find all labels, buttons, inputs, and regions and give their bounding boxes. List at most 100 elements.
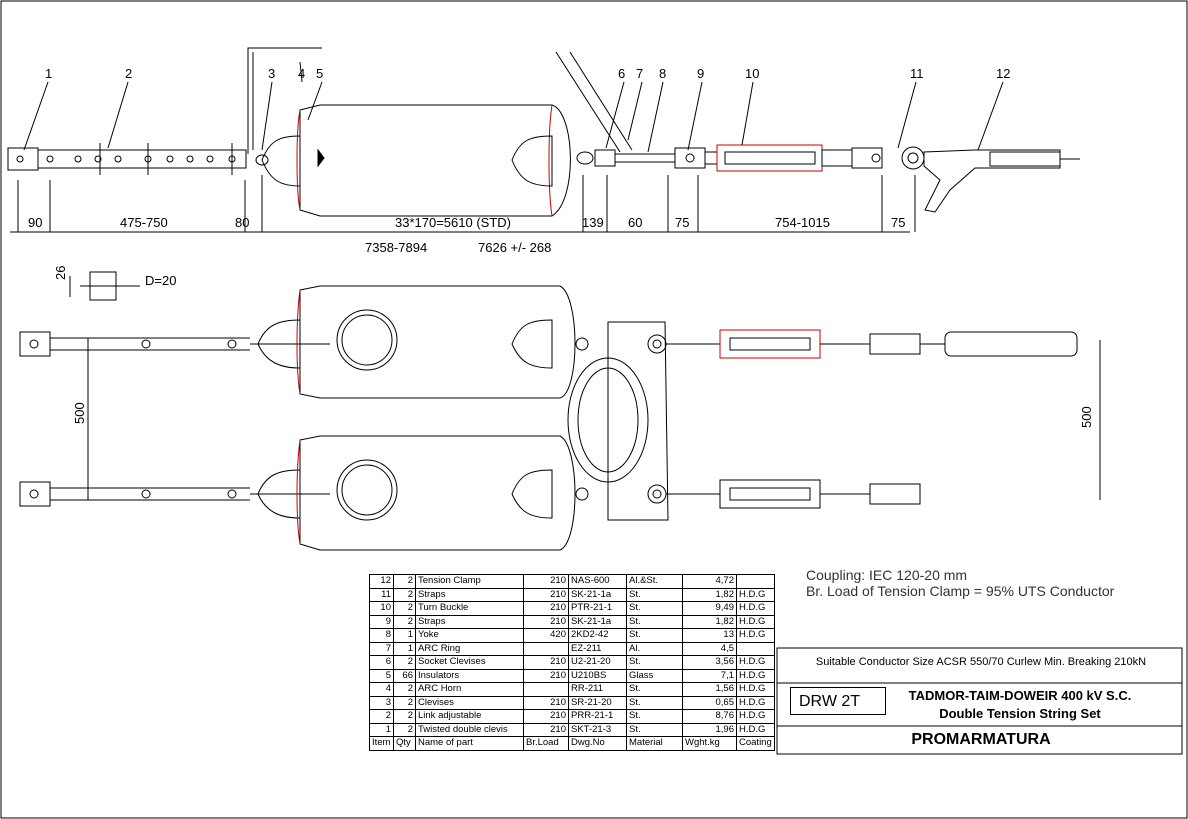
table-cell: 3,56 (682, 655, 737, 670)
dim-60: 60 (628, 215, 643, 230)
table-cell: 2 (393, 682, 416, 697)
table-cell: H.D.G (736, 601, 775, 616)
table-cell: 2 (393, 695, 416, 710)
table-cell: ARC Ring (415, 641, 524, 656)
dim-139: 139 (582, 215, 604, 230)
table-cell: Glass (626, 668, 683, 683)
table-cell: 2 (393, 709, 416, 724)
table-cell: 1 (393, 641, 416, 656)
table-cell: St. (626, 722, 683, 737)
table-cell: Yoke (415, 628, 524, 643)
table-cell: Al. (626, 641, 683, 656)
table-cell: 210 (523, 668, 569, 683)
table-cell: 2 (393, 614, 416, 629)
table-cell: 4 (369, 682, 394, 697)
drawing-number: DRW 2T (790, 687, 886, 715)
table-cell: 2KD2-42 (568, 628, 627, 643)
dim-80: 80 (235, 215, 250, 230)
table-header-cell: Br.Load (523, 736, 569, 751)
table-cell: 2 (393, 722, 416, 737)
drawing-subtitle: Double Tension String Set (939, 706, 1101, 721)
table-cell: 2 (393, 574, 416, 589)
table-cell: St. (626, 695, 683, 710)
table-cell (736, 641, 775, 656)
table-cell: St. (626, 614, 683, 629)
table-cell: 1,56 (682, 682, 737, 697)
table-cell: Clevises (415, 695, 524, 710)
table-cell: 8 (369, 628, 394, 643)
table-cell: 4,72 (682, 574, 737, 589)
table-cell (736, 574, 775, 589)
table-cell: ARC Horn (415, 682, 524, 697)
table-cell: 5 (369, 668, 394, 683)
table-cell: 1 (393, 628, 416, 643)
table-cell: 7,1 (682, 668, 737, 683)
table-cell: 210 (523, 614, 569, 629)
callout-10: 10 (745, 66, 760, 81)
callout-6: 6 (618, 66, 626, 81)
table-cell: Straps (415, 587, 524, 602)
dim-overall-nominal: 7626 +/- 268 (478, 240, 552, 255)
table-cell: H.D.G (736, 587, 775, 602)
dim-75b: 75 (891, 215, 906, 230)
table-header-cell: Item (369, 736, 394, 751)
table-cell: St. (626, 628, 683, 643)
dim-pin-len: 26 (53, 265, 68, 280)
table-cell: 2 (393, 587, 416, 602)
table-cell: St. (626, 709, 683, 724)
table-cell: 2 (393, 601, 416, 616)
table-cell: 1,82 (682, 614, 737, 629)
callout-12: 12 (996, 66, 1011, 81)
table-cell: 6 (369, 655, 394, 670)
table-cell: 210 (523, 709, 569, 724)
table-cell: SK-21-1a (568, 614, 627, 629)
table-header-cell: Dwg.No (568, 736, 627, 751)
table-cell: Al.&St. (626, 574, 683, 589)
table-cell: 3 (369, 695, 394, 710)
dim-pin-dia: D=20 (145, 273, 177, 288)
dim-75a: 75 (675, 215, 690, 230)
table-header-cell: Qty (393, 736, 416, 751)
table-header-cell: Coating (736, 736, 775, 751)
table-header-cell: Name of part (415, 736, 524, 751)
table-cell: PRR-21-1 (568, 709, 627, 724)
table-cell: 210 (523, 655, 569, 670)
dim-insulator-length: 33*170=5610 (STD) (395, 215, 511, 230)
table-cell: H.D.G (736, 682, 775, 697)
table-cell: 9 (369, 614, 394, 629)
table-cell: 2 (393, 655, 416, 670)
plan-view (19, 271, 1101, 551)
table-cell: H.D.G (736, 628, 775, 643)
table-cell (523, 682, 569, 697)
table-cell: RR-211 (568, 682, 627, 697)
callout-2: 2 (125, 66, 133, 81)
table-cell: H.D.G (736, 655, 775, 670)
table-cell: Straps (415, 614, 524, 629)
table-cell: U210BS (568, 668, 627, 683)
callout-9: 9 (697, 66, 705, 81)
table-cell: 210 (523, 695, 569, 710)
callout-4: 4 (298, 66, 306, 81)
table-cell: 1,82 (682, 587, 737, 602)
table-cell: St. (626, 587, 683, 602)
table-cell: 10 (369, 601, 394, 616)
company-name: PROMARMATURA (911, 731, 1051, 748)
dim-90: 90 (28, 215, 43, 230)
table-cell: PTR-21-1 (568, 601, 627, 616)
table-cell: 1 (369, 722, 394, 737)
table-cell: NAS-600 (568, 574, 627, 589)
table-cell: St. (626, 682, 683, 697)
table-cell: 11 (369, 587, 394, 602)
dim-spacing-left: 500 (72, 402, 87, 424)
table-cell (523, 641, 569, 656)
callout-8: 8 (659, 66, 667, 81)
